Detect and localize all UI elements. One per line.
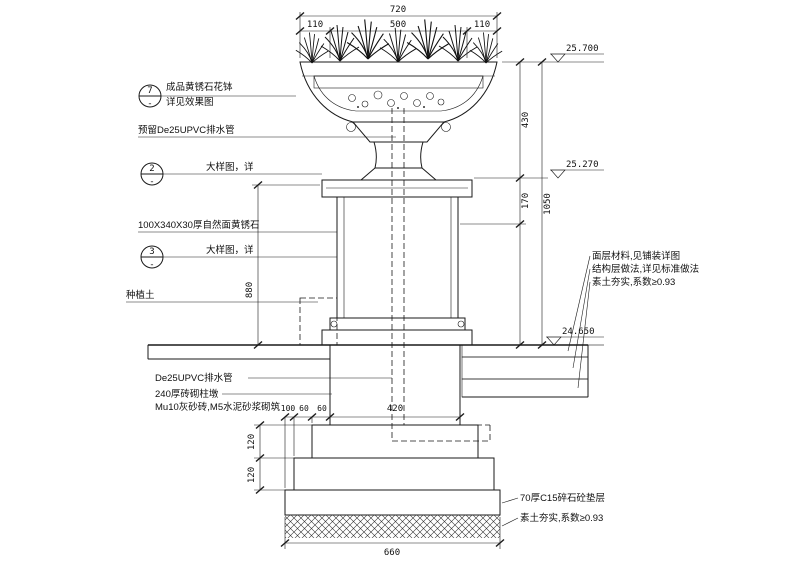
elevation-ground: 24.650	[546, 327, 604, 346]
note-compaction: 素土夯实,系数≥0.93	[520, 512, 603, 524]
callout-3-denominator: -	[149, 260, 154, 270]
note-planter-line1: 成品黄锈石花钵	[166, 81, 233, 93]
dim-60-a: 60	[299, 404, 309, 413]
paving-subsoil-layer	[461, 378, 589, 398]
elevation-triangle-icon	[550, 53, 566, 63]
pedestal-plinth	[321, 329, 473, 346]
note-paving-surface: 面层材料,见铺装详图	[592, 250, 680, 262]
dim-170: 170	[521, 193, 531, 209]
note-drain-pipe: De25UPVC排水管	[155, 372, 233, 384]
urn-bowl	[299, 61, 498, 123]
dim-110-left: 110	[307, 20, 323, 30]
dim-60-b: 60	[317, 404, 327, 413]
callout-7-number: 7	[147, 86, 152, 96]
notes-right: 面层材料,见铺装详图 结构层做法,详见标准做法 素土夯实,系数≥0.93	[567, 250, 699, 389]
dim-430: 430	[521, 112, 531, 128]
planting-soil-dashed-box	[299, 297, 338, 346]
dim-120-a: 120	[247, 434, 257, 450]
urn-scroll-left	[346, 122, 356, 132]
callout-3: 3 -	[140, 245, 337, 270]
foundation	[284, 344, 501, 538]
drain-pipe-dashed	[299, 108, 491, 442]
elevation-ground-value: 24.650	[562, 327, 595, 337]
dim-660: 660	[384, 548, 400, 558]
dim-right: 430 170 1050	[460, 57, 604, 350]
callout-3-number: 3	[149, 247, 154, 257]
notes-bottom-right: 70厚C15碎石砼垫层 素土夯实,系数≥0.93	[501, 492, 605, 527]
elevation-top-value: 25.700	[566, 44, 599, 54]
note-detail-2: 大样图，详	[206, 161, 254, 173]
urn-neck-molding	[351, 121, 446, 143]
planter-urn	[299, 61, 498, 181]
dim-120-b: 120	[247, 467, 257, 483]
callout-2-denominator: -	[149, 177, 154, 187]
note-planting-soil: 种植土	[126, 289, 155, 301]
dim-420: 420	[387, 404, 403, 414]
footing-step-2	[293, 457, 495, 491]
callout-7-denominator: -	[147, 99, 152, 109]
elevation-pedestal-value: 25.270	[566, 160, 599, 170]
dim-110-right: 110	[474, 20, 490, 30]
urn-scroll-right	[441, 122, 451, 132]
callout-2: 2 -	[140, 162, 322, 187]
callout-2-number: 2	[149, 164, 154, 174]
note-planter-line2: 详见效果图	[166, 96, 214, 108]
dim-100: 100	[281, 404, 296, 413]
dim-top: 720 110 500 110	[295, 5, 502, 58]
note-cushion: 70厚C15碎石砼垫层	[520, 492, 605, 504]
urn-soil-band	[313, 75, 484, 89]
dim-880: 880	[245, 282, 255, 298]
note-brick-pier-1: 240厚砖砌柱墩	[155, 388, 219, 400]
footing-step-1	[311, 424, 479, 459]
dim-1050: 1050	[543, 193, 553, 215]
elevation-top: 25.700	[550, 44, 604, 63]
notes-left: 成品黄锈石花钵 详见效果图 预留De25UPVC排水管 大样图，详 100X34…	[126, 81, 396, 413]
urn-foot	[359, 167, 438, 181]
callout-7: 7 -	[138, 84, 296, 109]
planting-soil-band	[147, 344, 331, 360]
elevation-pedestal: 25.270	[550, 160, 604, 179]
dim-footing-steps: 120 120 100 60 60 420	[247, 404, 465, 495]
elevation-triangle-icon	[550, 169, 566, 179]
dim-left-880: 880	[245, 180, 320, 350]
dim-500: 500	[390, 20, 406, 30]
note-paving-soil: 素土夯实,系数≥0.93	[592, 276, 675, 288]
urn-gravel	[348, 90, 445, 109]
pedestal-cap	[321, 179, 473, 198]
concrete-cushion	[284, 489, 501, 516]
note-detail-3: 大样图，详	[206, 244, 254, 256]
paving-structure-layer	[461, 356, 589, 380]
pedestal-base-molding	[329, 317, 466, 331]
note-brick-pier-2: Mu10灰砂砖,M5水泥砂浆砌筑	[155, 401, 281, 413]
pedestal	[321, 179, 473, 346]
note-reserved-drain: 预留De25UPVC排水管	[138, 124, 235, 136]
dim-bottom-660: 660	[280, 517, 505, 558]
note-stone: 100X340X30厚自然面黄锈石	[138, 219, 259, 231]
elevation-triangle-icon	[546, 336, 562, 346]
dim-720: 720	[390, 5, 406, 15]
compacted-soil	[285, 515, 500, 538]
urn-stem	[373, 141, 424, 169]
pedestal-body	[336, 196, 459, 319]
note-paving-structure: 结构层做法,详见标准做法	[592, 263, 699, 275]
